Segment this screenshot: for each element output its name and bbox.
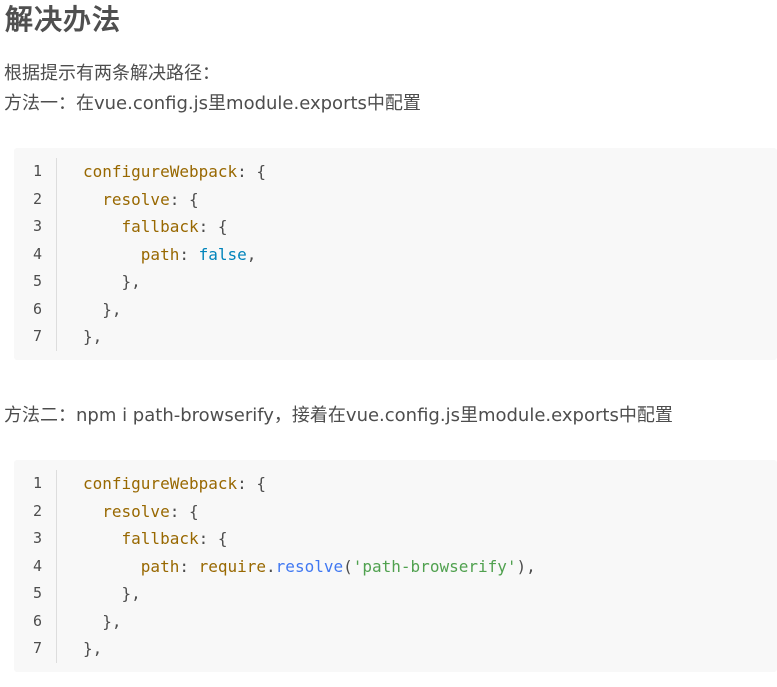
line-number: 5 — [32, 272, 42, 290]
section-heading: 解决办法 — [5, 3, 122, 36]
code-punct: }, — [102, 611, 122, 631]
code-key: configureWebpack — [83, 162, 238, 181]
code-method: resolve — [275, 556, 344, 576]
code-punct: }, — [83, 327, 103, 346]
line-number: 6 — [32, 299, 42, 318]
method-one-text: 方法一：在vue.config.js里module.exports中配置 — [4, 93, 421, 114]
line-number: 3 — [32, 217, 42, 235]
line-number: 7 — [32, 639, 42, 657]
code-punct: ), — [516, 556, 536, 576]
code-punct: }, — [121, 584, 141, 603]
code-punct: : { — [198, 217, 228, 236]
code-punct: . — [266, 556, 276, 576]
code-content: configureWebpack: { resolve: { fallback:… — [83, 470, 536, 663]
code-function: require — [198, 556, 267, 576]
code-key: fallback — [121, 217, 199, 236]
code-punct: : { — [198, 529, 228, 548]
code-line: configureWebpack: { — [83, 158, 266, 186]
line-number: 7 — [32, 327, 42, 345]
code-punct: : — [179, 244, 199, 264]
line-number: 4 — [32, 556, 42, 575]
code-punct: }, — [83, 639, 103, 658]
code-line: }, — [83, 608, 536, 636]
code-punct: : { — [237, 162, 267, 181]
code-punct: : { — [237, 474, 267, 493]
code-key: configureWebpack — [83, 474, 238, 493]
code-line: resolve: { — [83, 498, 536, 526]
code-punct: : — [179, 556, 199, 576]
code-literal: false — [198, 244, 247, 264]
code-line: }, — [83, 580, 536, 608]
line-number: 2 — [32, 189, 42, 208]
code-punct: : { — [169, 501, 199, 521]
code-line: resolve: { — [83, 186, 266, 214]
code-line: path: require.resolve('path-browserify')… — [83, 553, 536, 581]
line-number-gutter: 1 2 3 4 5 6 7 — [14, 158, 57, 351]
code-key: fallback — [121, 529, 199, 548]
code-line: }, — [83, 296, 266, 324]
line-number: 2 — [32, 501, 42, 520]
code-content: configureWebpack: { resolve: { fallback:… — [83, 158, 266, 351]
line-number: 6 — [32, 611, 42, 630]
code-line: configureWebpack: { — [83, 470, 536, 498]
method-two-text: 方法二：npm i path-browserify，接着在vue.config.… — [4, 405, 673, 426]
line-number: 3 — [32, 529, 42, 547]
code-line: }, — [83, 268, 266, 296]
code-line: fallback: { — [83, 525, 536, 553]
intro-text: 根据提示有两条解决路径： — [4, 63, 220, 84]
code-block-method-one: 1 2 3 4 5 6 7 configureWebpack: { resolv… — [14, 148, 777, 360]
code-string: 'path-browserify' — [352, 556, 517, 576]
code-line: }, — [83, 635, 536, 663]
line-number: 4 — [32, 244, 42, 263]
code-punct: , — [246, 244, 257, 264]
code-line: }, — [83, 323, 266, 351]
line-number: 1 — [32, 162, 42, 180]
code-punct: ( — [343, 556, 353, 576]
code-key: path — [140, 556, 180, 576]
code-punct: : { — [169, 189, 199, 209]
line-number: 1 — [32, 474, 42, 492]
code-key: resolve — [102, 189, 170, 209]
code-key: path — [140, 244, 180, 264]
code-punct: }, — [121, 272, 141, 291]
code-block-method-two: 1 2 3 4 5 6 7 configureWebpack: { resolv… — [14, 460, 777, 672]
line-number: 5 — [32, 584, 42, 602]
line-number-gutter: 1 2 3 4 5 6 7 — [14, 470, 57, 663]
code-punct: }, — [102, 299, 122, 319]
code-key: resolve — [102, 501, 170, 521]
code-line: path: false, — [83, 241, 266, 269]
code-line: fallback: { — [83, 213, 266, 241]
